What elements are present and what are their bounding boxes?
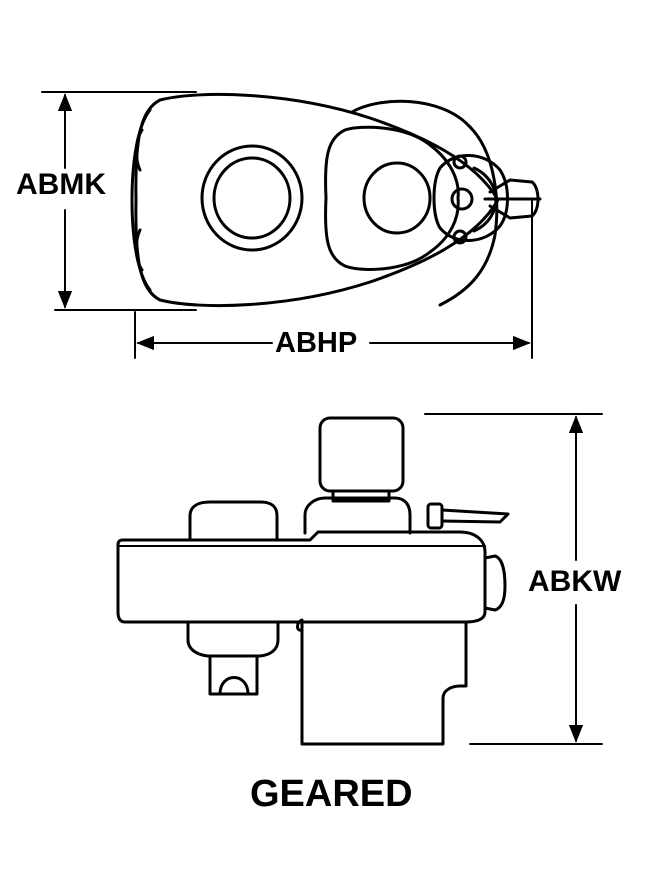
top-view-rotor-center [450,187,474,211]
side-view-lower-notch [296,618,304,632]
side-view-tab [426,502,444,530]
side-view-lower-left-cap [186,620,280,658]
top-view-left-boss-outer [200,144,304,252]
side-view-left-cap [188,500,279,540]
top-view-left-bump-lower [135,228,144,272]
side-view-top-knob [318,416,405,493]
caption-geared: GEARED [250,773,413,815]
side-view-knob-neck [331,489,391,503]
top-view-left-boss-inner [212,156,292,240]
top-view [41,91,542,359]
top-view-body-outline [134,92,500,308]
dimension-label-abhp: ABHP [275,327,358,359]
side-view-upper-housing [303,496,412,535]
top-view-left-edge [130,108,152,292]
top-view-right-boss [362,161,432,235]
top-view-rotor-housing [432,154,509,242]
side-view-nut-dome [218,676,250,696]
top-view-rotor-pin-top [452,154,468,170]
side-view-stem [440,508,510,524]
dimension-label-abmk: ABMK [16,168,106,201]
top-view-gear-plate [324,125,460,271]
dimension-label-abkw: ABKW [528,565,622,598]
top-view-rear-disc [350,99,499,307]
top-view-left-bump-upper [135,128,144,172]
side-view-lower-housing [300,620,468,746]
side-view-nut [208,654,259,696]
side-view [116,413,603,746]
top-view-rotor-pin-bottom [452,229,468,245]
side-view-right-boss [483,554,507,612]
